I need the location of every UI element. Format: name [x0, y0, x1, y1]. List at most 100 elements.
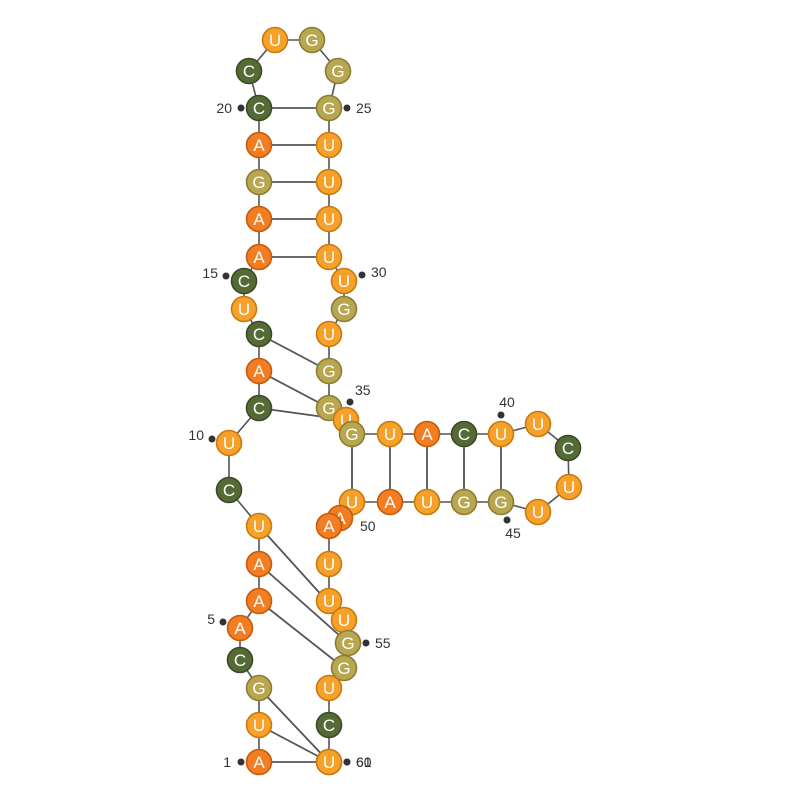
nucleotide-letter: U — [238, 300, 250, 319]
nucleotide-circle — [315, 748, 343, 776]
nucleotide-letter: U — [346, 493, 358, 512]
nucleotide: A — [245, 550, 273, 578]
position-marker-dot — [497, 411, 505, 419]
nucleotide: G — [338, 420, 366, 448]
nucleotide-letter: G — [494, 493, 507, 512]
nucleotide-letter: G — [322, 362, 335, 381]
nucleotide: G — [487, 488, 515, 516]
nucleotide: A — [245, 131, 273, 159]
nucleotide-letter: U — [323, 592, 335, 611]
nucleotide-letter: U — [323, 210, 335, 229]
nucleotide: A — [226, 614, 254, 642]
nucleotide-letter: A — [253, 210, 265, 229]
nucleotide-circle — [235, 57, 263, 85]
nucleotide-letter: G — [252, 173, 265, 192]
nucleotide-circle — [245, 512, 273, 540]
nucleotide: A — [245, 243, 273, 271]
position-label: 5 — [207, 611, 215, 627]
nucleotide-circle — [315, 320, 343, 348]
nucleotide-letter: G — [331, 62, 344, 81]
position-label: 60 — [356, 754, 372, 770]
nucleotide-circle — [315, 711, 343, 739]
nucleotide-circle — [245, 748, 273, 776]
nucleotide: G — [450, 488, 478, 516]
nucleotide-letter: U — [223, 434, 235, 453]
nucleotide: U — [315, 748, 343, 776]
nucleotide-letter: G — [457, 493, 470, 512]
nucleotide: C — [245, 320, 273, 348]
nucleotide-letter: C — [253, 325, 265, 344]
nucleotide-letter: U — [532, 415, 544, 434]
nucleotide: U — [315, 550, 343, 578]
position-label: 10 — [188, 427, 204, 443]
nucleotide-letter: A — [253, 592, 265, 611]
nucleotide-circle — [315, 131, 343, 159]
nucleotide-letter: A — [323, 517, 335, 536]
nucleotide-letter: U — [421, 493, 433, 512]
position-marker-dot — [346, 398, 354, 406]
nucleotide-letter: G — [322, 399, 335, 418]
nucleotide: A — [245, 748, 273, 776]
nucleotide: U — [315, 205, 343, 233]
nucleotide-letter: A — [253, 555, 265, 574]
nucleotide-letter: G — [322, 99, 335, 118]
position-marker-dot — [237, 758, 245, 766]
nucleotide-letter: U — [323, 248, 335, 267]
nucleotide-letter: G — [345, 425, 358, 444]
nucleotide-circle — [245, 205, 273, 233]
nucleotide: U — [315, 168, 343, 196]
position-marker-dot — [343, 758, 351, 766]
nucleotide-circle — [298, 26, 326, 54]
nucleotide-circle — [245, 243, 273, 271]
nucleotide: U — [315, 674, 343, 702]
nucleotide: U — [261, 26, 289, 54]
nucleotide-circle — [315, 94, 343, 122]
nucleotide-circle — [245, 711, 273, 739]
nucleotide-circle — [524, 498, 552, 526]
nucleotide-letter: C — [238, 272, 250, 291]
base-pair-bond — [258, 563, 349, 644]
position-marker-dot — [503, 516, 511, 524]
nucleotide: U — [524, 410, 552, 438]
nucleotide-circle — [450, 420, 478, 448]
nucleotide-circle — [376, 420, 404, 448]
position-marker-dot — [222, 272, 230, 280]
nucleotide-letter: C — [323, 716, 335, 735]
nucleotide-circle — [315, 587, 343, 615]
nucleotide-circle — [245, 168, 273, 196]
nucleotide-circle — [330, 295, 358, 323]
nucleotide-circle — [315, 512, 343, 540]
nucleotide-letter: U — [253, 716, 265, 735]
nucleotide-letter: U — [563, 478, 575, 497]
nucleotide: G — [334, 629, 362, 657]
nucleotide-letter: U — [532, 503, 544, 522]
nucleotide: C — [230, 267, 258, 295]
nucleotide: U — [315, 243, 343, 271]
nucleotide: G — [324, 57, 352, 85]
nucleotide: A — [245, 357, 273, 385]
nucleotide-letter: A — [253, 136, 265, 155]
nucleotide-circle — [226, 646, 254, 674]
nucleotide: A — [245, 587, 273, 615]
nucleotide-circle — [215, 429, 243, 457]
nucleotide-circle — [376, 488, 404, 516]
nucleotide-letter: C — [253, 399, 265, 418]
nucleotide-letter: U — [253, 517, 265, 536]
nucleotide-letter: C — [458, 425, 470, 444]
nucleotide: G — [245, 168, 273, 196]
nucleotide-letter: U — [338, 611, 350, 630]
nucleotide: U — [330, 606, 358, 634]
nucleotide: G — [315, 357, 343, 385]
nucleotide: U — [245, 512, 273, 540]
nucleotide-letter: U — [495, 425, 507, 444]
nucleotide: U — [330, 267, 358, 295]
nucleotide: C — [245, 94, 273, 122]
nucleotide-letter: C — [223, 481, 235, 500]
nucleotide: U — [524, 498, 552, 526]
base-pair-bond — [258, 687, 330, 763]
nucleotide-circle — [315, 357, 343, 385]
position-label: 61 — [356, 754, 372, 770]
nucleotide-circle — [230, 295, 258, 323]
nucleotide-circle — [245, 357, 273, 385]
